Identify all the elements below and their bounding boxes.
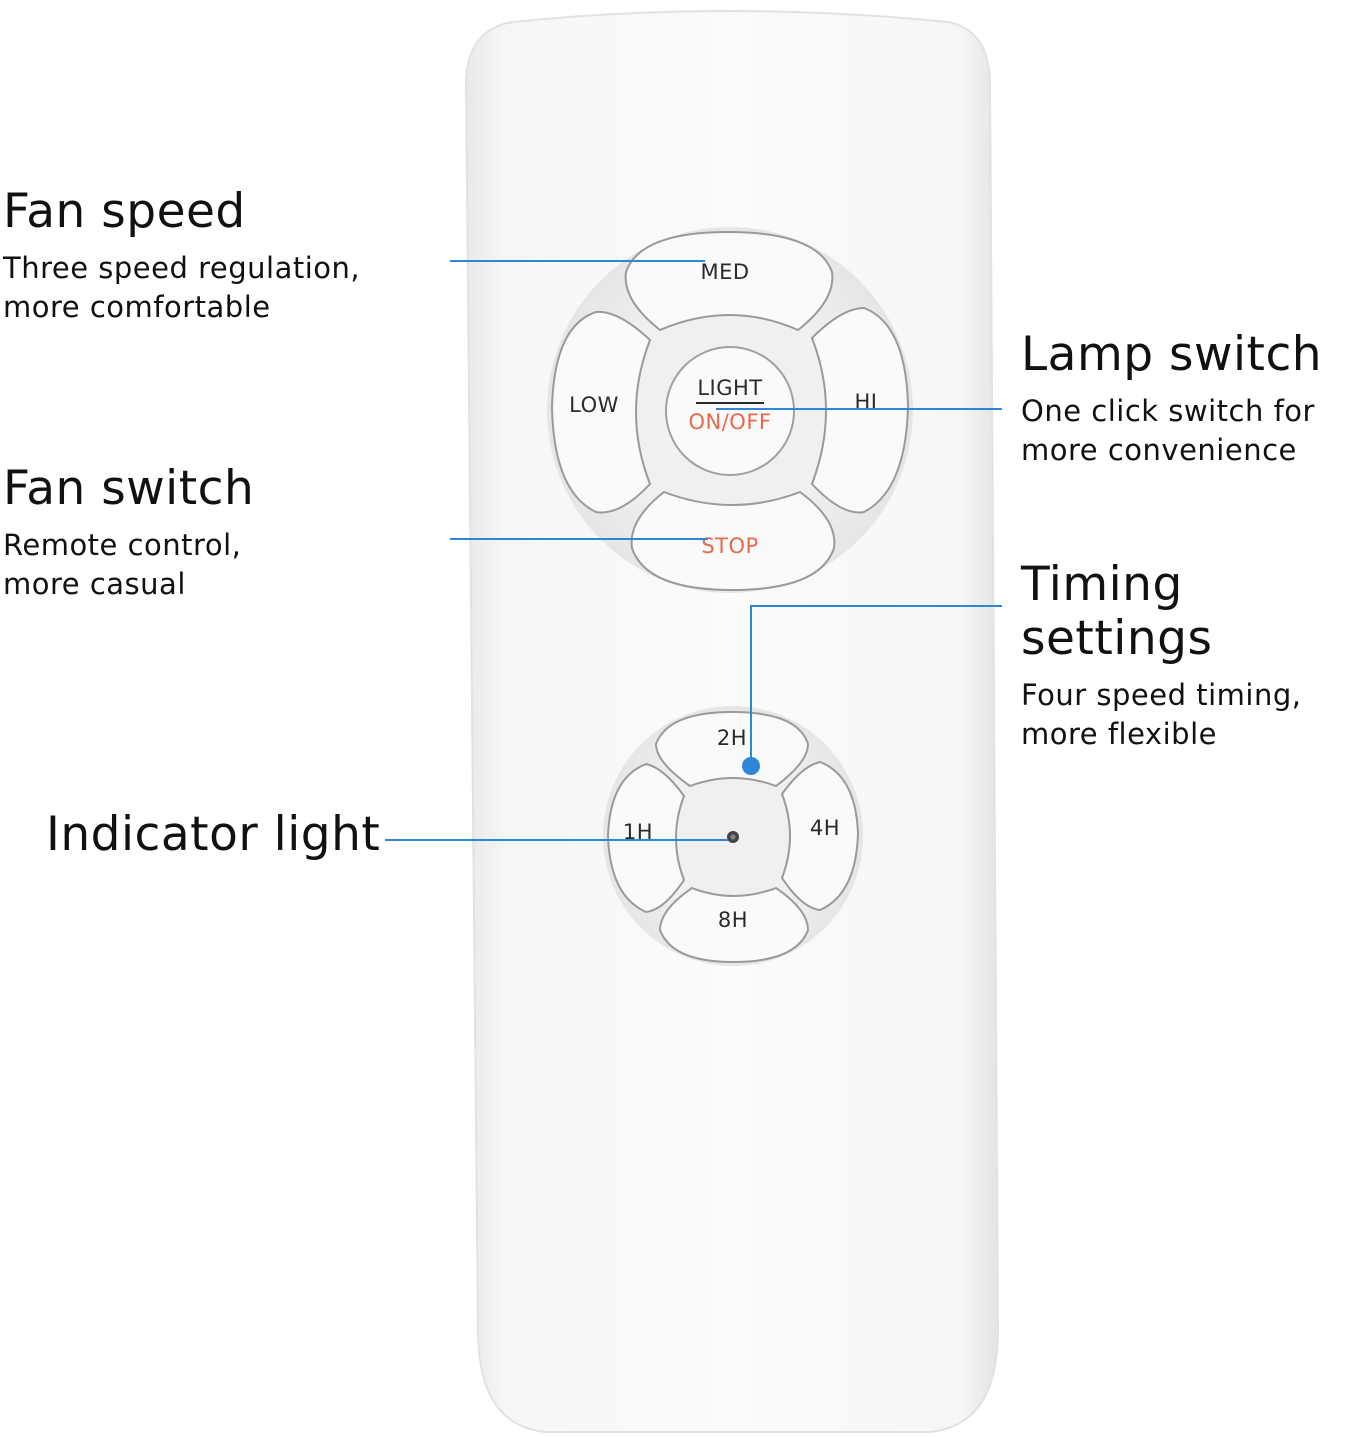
light-onoff-button[interactable] (665, 346, 795, 476)
timer-2h-label: 2H (717, 726, 747, 750)
timing-callout: Timing settings Four speed timing, more … (1021, 557, 1368, 754)
lamp-switch-description: One click switch for more convenience (1021, 392, 1322, 470)
lamp-switch-line-2: more convenience (1021, 433, 1297, 468)
fan-switch-description: Remote control, more casual (3, 526, 254, 604)
fan-speed-line-1: Three speed regulation, (3, 251, 361, 286)
timer-1h-button[interactable] (606, 762, 686, 914)
timer-4h-button[interactable] (780, 760, 860, 912)
lamp-switch-title: Lamp switch (1021, 327, 1323, 382)
stop-button[interactable] (630, 490, 836, 592)
fan-speed-callout: Fan speed Three speed regulation, more c… (3, 184, 360, 327)
timing-line-1: Four speed timing, (1021, 678, 1302, 713)
med-label: MED (700, 260, 749, 284)
timing-line-2: more flexible (1021, 717, 1217, 752)
onoff-label: ON/OFF (688, 410, 771, 434)
indicator-title: Indicator light (46, 807, 381, 862)
low-label: LOW (569, 393, 619, 417)
lamp-switch-line-1: One click switch for (1021, 394, 1315, 429)
low-button[interactable] (550, 310, 652, 514)
stop-label: STOP (701, 534, 758, 558)
fan-speed-line-2: more comfortable (3, 290, 271, 325)
leader-lines (385, 260, 1002, 841)
hi-button[interactable] (810, 306, 910, 514)
timing-title: Timing settings (1021, 557, 1213, 667)
timer-8h-button[interactable] (658, 886, 810, 964)
med-button[interactable] (624, 230, 834, 332)
timing-leader (750, 605, 1002, 764)
light-label: LIGHT (697, 376, 762, 400)
fan-switch-line-1: Remote control, (3, 528, 242, 563)
fan-switch-line-2: more casual (3, 567, 186, 602)
timer-2h-button[interactable] (654, 710, 810, 788)
fan-switch-callout: Fan switch Remote control, more casual (3, 461, 255, 604)
timing-description: Four speed timing, more flexible (1021, 676, 1368, 754)
lamp-switch-callout: Lamp switch One click switch for more co… (1021, 327, 1323, 470)
timer-control-pad: 2H 1H 4H 8H (603, 706, 863, 966)
fan-speed-description: Three speed regulation, more comfortable (3, 249, 360, 327)
timer-4h-label: 4H (810, 816, 840, 840)
timing-leader-dot (742, 757, 760, 775)
fan-switch-title: Fan switch (3, 461, 255, 516)
main-control-pad: MED LOW HI LIGHT ON/OFF STOP (547, 227, 913, 593)
fan-speed-title: Fan speed (3, 184, 246, 239)
hi-label: HI (855, 390, 878, 414)
indicator-callout: Indicator light (46, 807, 381, 862)
timer-8h-label: 8H (718, 908, 748, 932)
